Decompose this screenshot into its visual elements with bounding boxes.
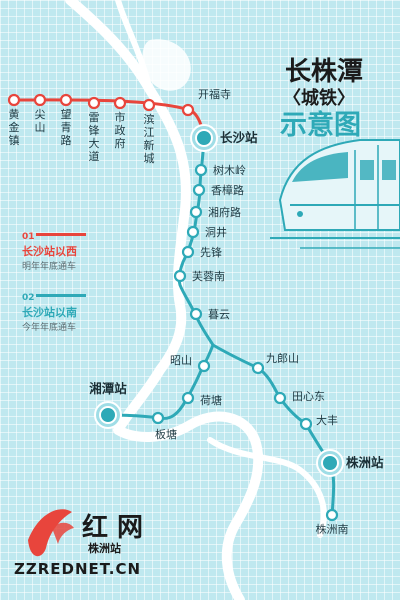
map-title: 长株潭 〈城铁〉 示意图 <box>280 57 363 141</box>
station-dot <box>192 183 206 197</box>
logo-sub: 株洲站 <box>88 541 121 555</box>
hub-label: 湘潭站 <box>89 381 127 396</box>
legend-item-south: 02 长沙站以南 今年年底通车 <box>22 293 86 333</box>
station-label: 市政府 <box>115 110 126 150</box>
legend-south-name: 长沙站以南 <box>22 305 77 319</box>
station-dot <box>33 93 47 107</box>
station-dot <box>325 508 339 522</box>
station-label: 雷锋大道 <box>89 111 100 163</box>
station-label: 昭山 <box>170 354 192 367</box>
legend-west-swatch <box>36 233 86 236</box>
station-label: 大丰 <box>316 413 338 427</box>
legend-south-swatch <box>36 294 86 297</box>
station-label: 田心东 <box>292 390 325 403</box>
legend: 01 长沙站以西 明年年底通车 02 长沙站以南 今年年底通车 <box>22 232 86 333</box>
logo-chars: 红 网 <box>82 512 143 543</box>
station-dot <box>299 417 313 431</box>
station-label: 望青路 <box>61 108 72 147</box>
station-dot <box>181 245 195 259</box>
station-dot <box>251 361 265 375</box>
station-dot <box>189 307 203 321</box>
logo-url: ZZREDNET.CN <box>14 560 141 578</box>
station-label: 湘府路 <box>208 205 241 219</box>
station-dot <box>173 269 187 283</box>
station-dot <box>87 96 101 110</box>
title-main: 长株潭 <box>285 57 363 87</box>
train-illustration <box>270 139 400 249</box>
station-label: 株洲南 <box>316 522 349 536</box>
station-dot <box>7 93 21 107</box>
station-label: 板塘 <box>155 427 177 441</box>
legend-south-num: 02 <box>22 293 35 303</box>
station-label: 芙蓉南 <box>192 269 225 283</box>
station-label: 九郎山 <box>266 351 299 365</box>
river <box>65 0 264 600</box>
hub-label: 株洲站 <box>346 455 384 470</box>
station-dot <box>273 391 287 405</box>
station-dot <box>59 93 73 107</box>
station-label: 尖山 <box>35 108 46 134</box>
hub-dot <box>321 454 339 472</box>
legend-south-desc: 今年年底通车 <box>22 321 76 333</box>
hub-dot <box>99 406 117 424</box>
west-line <box>13 98 206 139</box>
river-branch <box>115 0 153 93</box>
river-tributary <box>207 437 327 538</box>
legend-west-name: 长沙站以西 <box>22 244 77 258</box>
hub-dot <box>195 129 213 147</box>
rednet-logo: 红 网 株洲站 ZZREDNET.CN <box>14 509 143 578</box>
station-label: 滨江新城 <box>144 112 155 165</box>
logo-brush-icon <box>28 509 72 557</box>
station-label: 暮云 <box>208 307 230 321</box>
station-dot <box>189 205 203 219</box>
station-dot <box>197 359 211 373</box>
station-dot <box>181 391 195 405</box>
legend-west-num: 01 <box>22 232 35 242</box>
station-label: 黄金镇 <box>9 107 20 147</box>
station-dot <box>142 98 156 112</box>
station-label: 先锋 <box>200 246 222 259</box>
lake <box>142 39 191 91</box>
title-sub: 〈城铁〉 <box>283 87 355 109</box>
station-dot <box>113 96 127 110</box>
station-dot <box>186 225 200 239</box>
title-map: 示意图 <box>280 109 361 141</box>
station-dot <box>151 411 165 425</box>
legend-west-desc: 明年年底通车 <box>22 260 76 272</box>
station-label: 荷塘 <box>200 393 222 407</box>
station-dot <box>181 103 195 117</box>
legend-item-west: 01 长沙站以西 明年年底通车 <box>22 232 86 272</box>
station-dot <box>194 163 208 177</box>
station-label: 香樟路 <box>211 183 244 197</box>
west-line-stations: 黄金镇 尖山 望青路 雷锋大道 市政府 滨江新城 开福寺 <box>7 87 231 165</box>
hub-label: 长沙站 <box>220 130 258 145</box>
station-label: 树木岭 <box>213 163 246 177</box>
station-label: 洞井 <box>205 225 227 239</box>
station-label: 开福寺 <box>198 87 231 101</box>
